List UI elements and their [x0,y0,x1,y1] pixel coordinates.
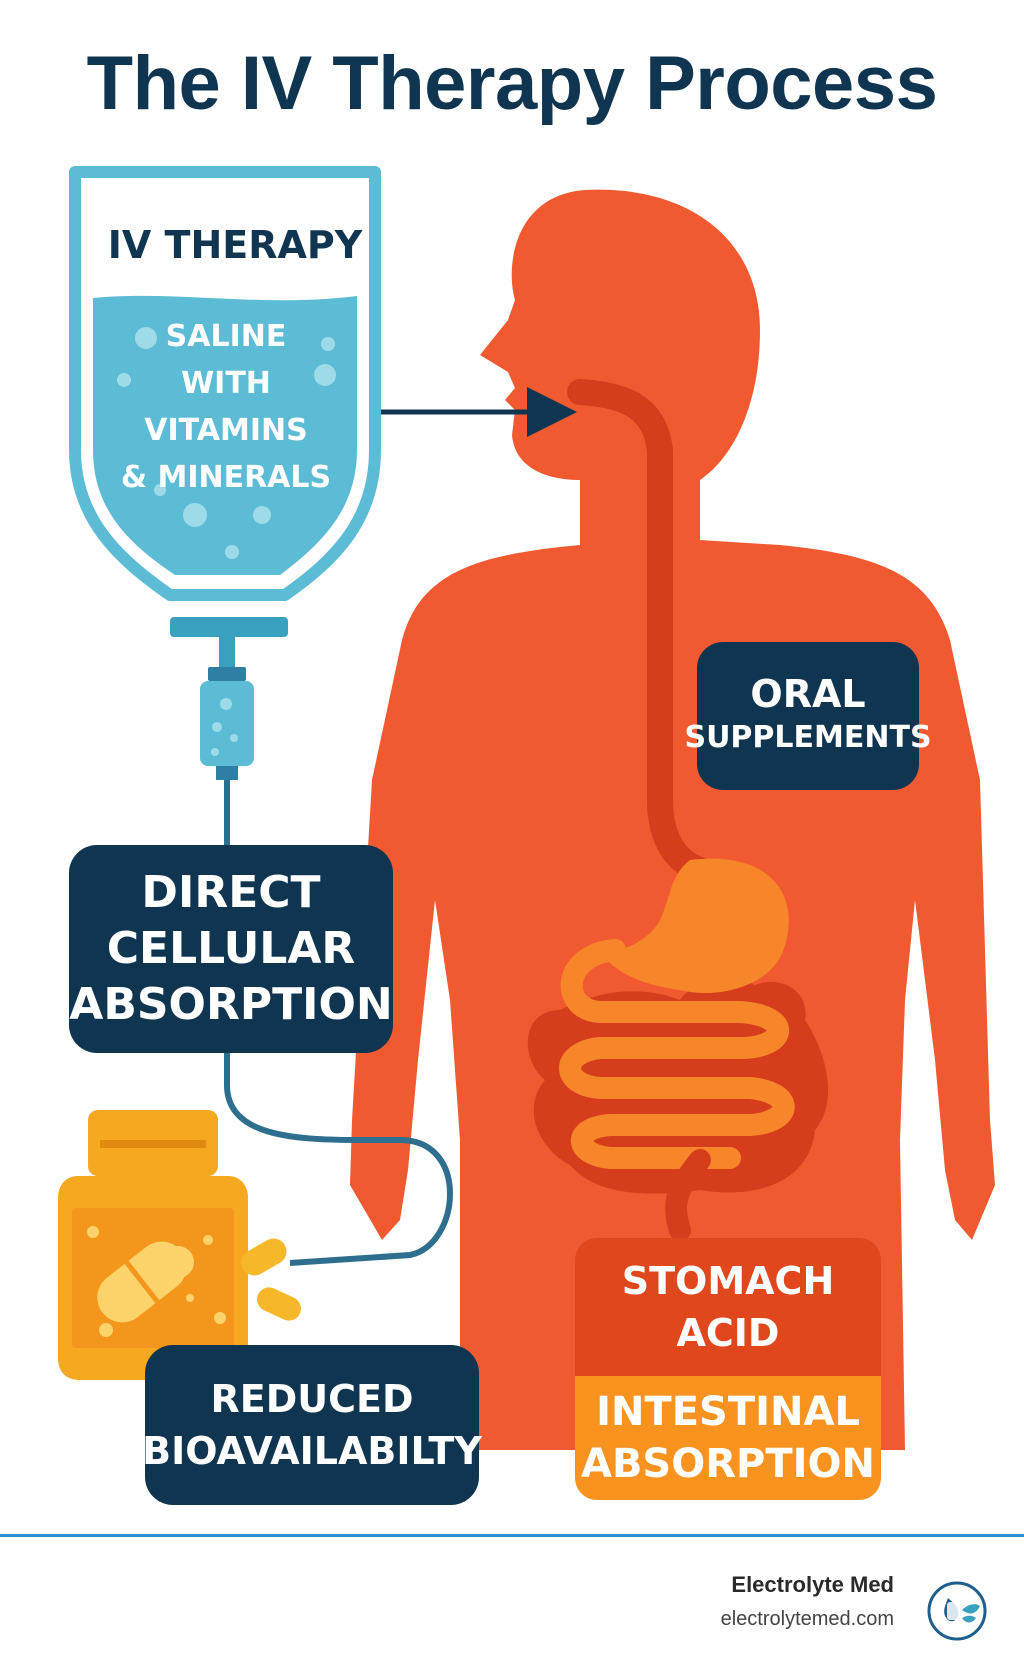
iv-tube-lower [224,1053,453,1266]
capsule-icon [241,1238,301,1321]
rectum-shape [665,1149,711,1241]
iv-bag-contents-line: & MINERALS [120,460,332,495]
box-line: ORAL [750,672,866,716]
stomach-acid-box: STOMACH ACID [575,1238,881,1376]
page-title: The IV Therapy Process [86,41,938,126]
box-line: SUPPLEMENTS [684,720,932,755]
box-line: INTESTINAL [596,1389,860,1435]
reduced-bioavailability-box: REDUCED BIOAVAILABILTY [142,1345,482,1505]
intestinal-absorption-box: INTESTINAL ABSORPTION [575,1376,881,1500]
brand-logo-icon [927,1581,987,1641]
box-line: STOMACH [621,1259,835,1303]
box-line: REDUCED [210,1377,414,1421]
stomach-shape [600,858,789,993]
iv-bag-contents: SALINE WITH VITAMINS & MINERALS [95,319,357,495]
iv-bag-contents-line: WITH VITAMINS [144,366,308,448]
box-line: DIRECT [141,867,321,918]
direct-cellular-absorption-box: DIRECT CELLULAR ABSORPTION [69,845,393,1053]
brand-url[interactable]: electrolytemed.com [720,1608,894,1630]
iv-bag-contents-line: SALINE [165,319,287,354]
box-line: ABSORPTION [69,979,393,1030]
box-line: ACID [676,1311,780,1355]
oral-supplements-box: ORAL SUPPLEMENTS [684,642,932,790]
box-line: ABSORPTION [580,1441,876,1487]
brand-name: Electrolyte Med [731,1572,894,1597]
esophagus-shape [567,379,713,883]
small-intestine-shape [559,939,795,1169]
iv-bag-label: IV THERAPY [100,215,370,275]
iv-bag-title: IV THERAPY [107,223,363,267]
footer-divider [0,1534,1024,1537]
brand-block: Electrolyte Med electrolytemed.com [721,1572,894,1631]
iv-bag-icon [69,166,381,780]
supplement-bottle-icon [58,1110,248,1380]
box-line: BIOAVAILABILTY [142,1429,482,1473]
box-line: CELLULAR [106,923,356,974]
